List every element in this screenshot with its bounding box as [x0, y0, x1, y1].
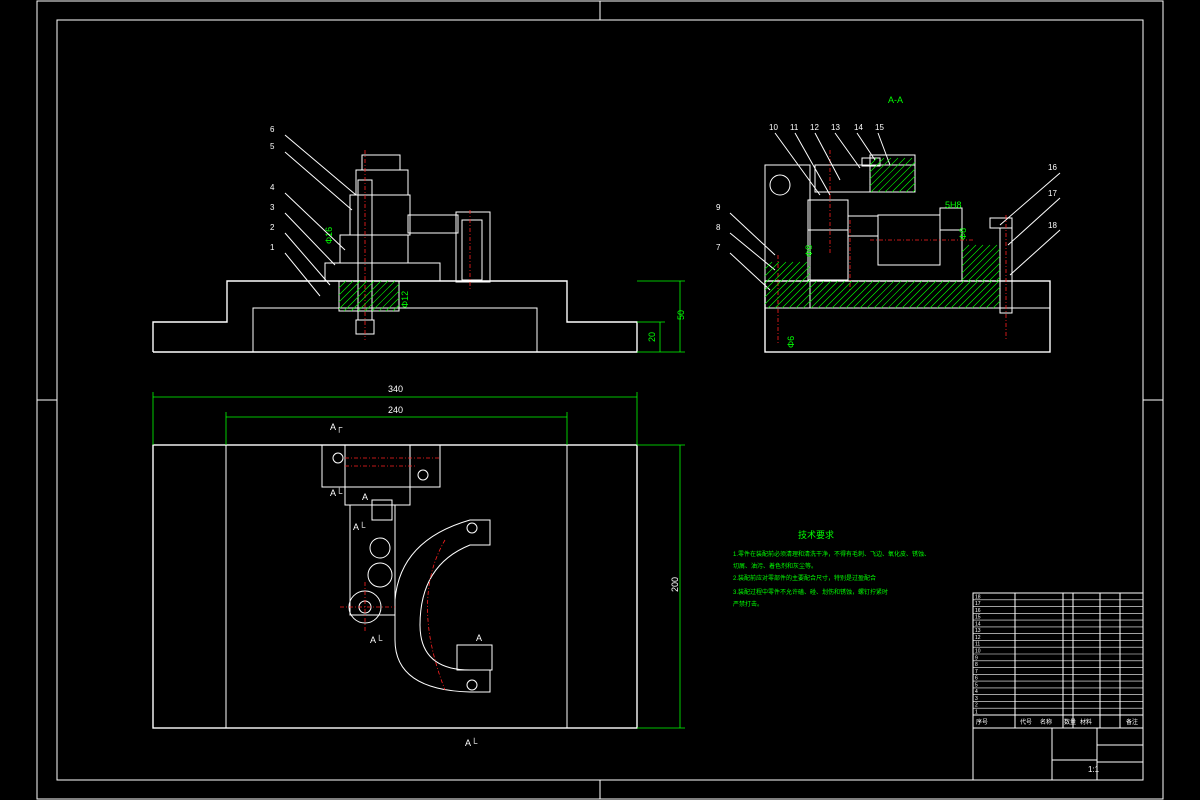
marker-a-lower-4: A└	[465, 737, 478, 748]
bom-row-number: 15	[975, 615, 981, 621]
bom-row-number: 8	[975, 662, 978, 668]
bom-row-number: 16	[975, 608, 981, 614]
marker-a-lower-1: A└	[330, 487, 343, 498]
marker-a-arrow-1: A	[362, 492, 368, 502]
front-part-3: 3	[270, 203, 275, 212]
bom-header-4: 材料	[1080, 718, 1092, 726]
bom-row-number: 10	[975, 649, 981, 655]
dim-fit-5: 5H8	[945, 200, 962, 210]
bom-row-number: 4	[975, 689, 978, 695]
notes-line-1: 1.零件在装配前必须清理和清洗干净，不得有毛刺、飞边、氧化皮、锈蚀、	[733, 550, 930, 558]
section-right-hatch	[961, 244, 1001, 282]
section-left-hatch	[764, 261, 811, 309]
section-part-14: 14	[854, 123, 863, 132]
bom-row-number: 18	[975, 594, 981, 600]
section-leaders: 10 11 12 13 14 15 9 8 7 16 17 18	[716, 123, 1061, 291]
section-part-15: 15	[875, 123, 884, 132]
section-view: A-A Φ8 Φ6 5H8 Φ8	[764, 95, 1051, 353]
section-part-16: 16	[1048, 163, 1057, 172]
section-title: A-A	[888, 95, 903, 105]
bom-header-2: 名称	[1040, 718, 1052, 726]
section-part-12: 12	[810, 123, 819, 132]
marker-a-lower-2: A└	[353, 521, 366, 532]
dim-overall-length: 340	[388, 384, 403, 394]
notes-line-2: 切屑、油污、着色剂和灰尘等。	[733, 562, 817, 570]
technical-notes: 技术要求 1.零件在装配前必须清理和清洗干净，不得有毛刺、飞边、氧化皮、锈蚀、 …	[733, 529, 930, 608]
marker-a-arrow-2: A	[476, 633, 482, 643]
title-block-scale: 1:1	[1088, 765, 1100, 774]
front-center-hatch	[338, 280, 400, 312]
bom-row-number: 7	[975, 669, 978, 675]
section-part-8: 8	[716, 223, 721, 232]
top-view: 340 240 200 A┌ A└ A└ A└ A└ A A	[152, 384, 685, 748]
bom-row-number: 1	[975, 710, 978, 716]
notes-line-4: 3.装配过程中零件不允许磕、碰、划伤和锈蚀，螺钉拧紧时	[733, 588, 888, 596]
sheet-frame	[36, 0, 1164, 800]
section-part-13: 13	[831, 123, 840, 132]
notes-line-3: 2.装配前应对零部件的主要配合尺寸，特别是过盈配合	[733, 574, 876, 582]
dim-fit-3: Φ8	[804, 245, 814, 257]
front-part-1: 1	[270, 243, 275, 252]
dim-overall-width: 200	[670, 577, 680, 592]
dim-fit-4: Φ6	[786, 336, 796, 348]
front-hatch	[338, 280, 400, 312]
bom-row-number: 3	[975, 696, 978, 702]
section-part-7: 7	[716, 243, 721, 252]
bom-row-number: 17	[975, 601, 981, 607]
title-block: 1:1 序号 代号 名称 数量 材料 备注 181716151413121110…	[972, 592, 1144, 781]
section-part-11: 11	[790, 123, 799, 132]
bom-row-number: 5	[975, 682, 978, 688]
dim-inner-length: 240	[388, 405, 403, 415]
notes-line-5: 严禁打击。	[733, 600, 763, 608]
marker-a-lower-3: A└	[370, 634, 383, 645]
front-part-4: 4	[270, 183, 275, 192]
front-part-6: 6	[270, 125, 275, 134]
bom-header-3: 数量	[1064, 718, 1076, 726]
section-part-10: 10	[769, 123, 778, 132]
bom-header-1: 代号	[1020, 718, 1032, 726]
marker-a-gamma: A┌	[330, 422, 343, 433]
front-view: 50 20 Φ16 Φ12	[152, 150, 686, 353]
section-part-18: 18	[1048, 221, 1057, 230]
dim-height-step: 20	[647, 332, 657, 342]
section-part-17: 17	[1048, 189, 1057, 198]
bom-row-number: 12	[975, 635, 981, 641]
front-part-2: 2	[270, 223, 275, 232]
bom-header-0: 序号	[976, 718, 988, 726]
bom-header-5: 备注	[1126, 718, 1138, 726]
bom-row-number: 13	[975, 628, 981, 634]
front-leaders: 6 5 4 3 2 1	[270, 125, 357, 297]
dim-fit-2: Φ12	[400, 291, 410, 308]
front-part-5: 5	[270, 142, 275, 151]
dim-fit-6: Φ8	[958, 228, 968, 240]
bom-row-number: 2	[975, 703, 978, 709]
bom-row-number: 14	[975, 621, 981, 627]
bom-row-number: 11	[975, 642, 980, 648]
section-part-9: 9	[716, 203, 721, 212]
notes-title: 技术要求	[798, 529, 834, 540]
dim-height-total: 50	[676, 310, 686, 320]
bom-row-number: 6	[975, 676, 978, 682]
section-base-hatch	[809, 280, 1001, 309]
bom-row-number: 9	[975, 655, 978, 661]
section-clamp-hatch	[869, 157, 916, 193]
